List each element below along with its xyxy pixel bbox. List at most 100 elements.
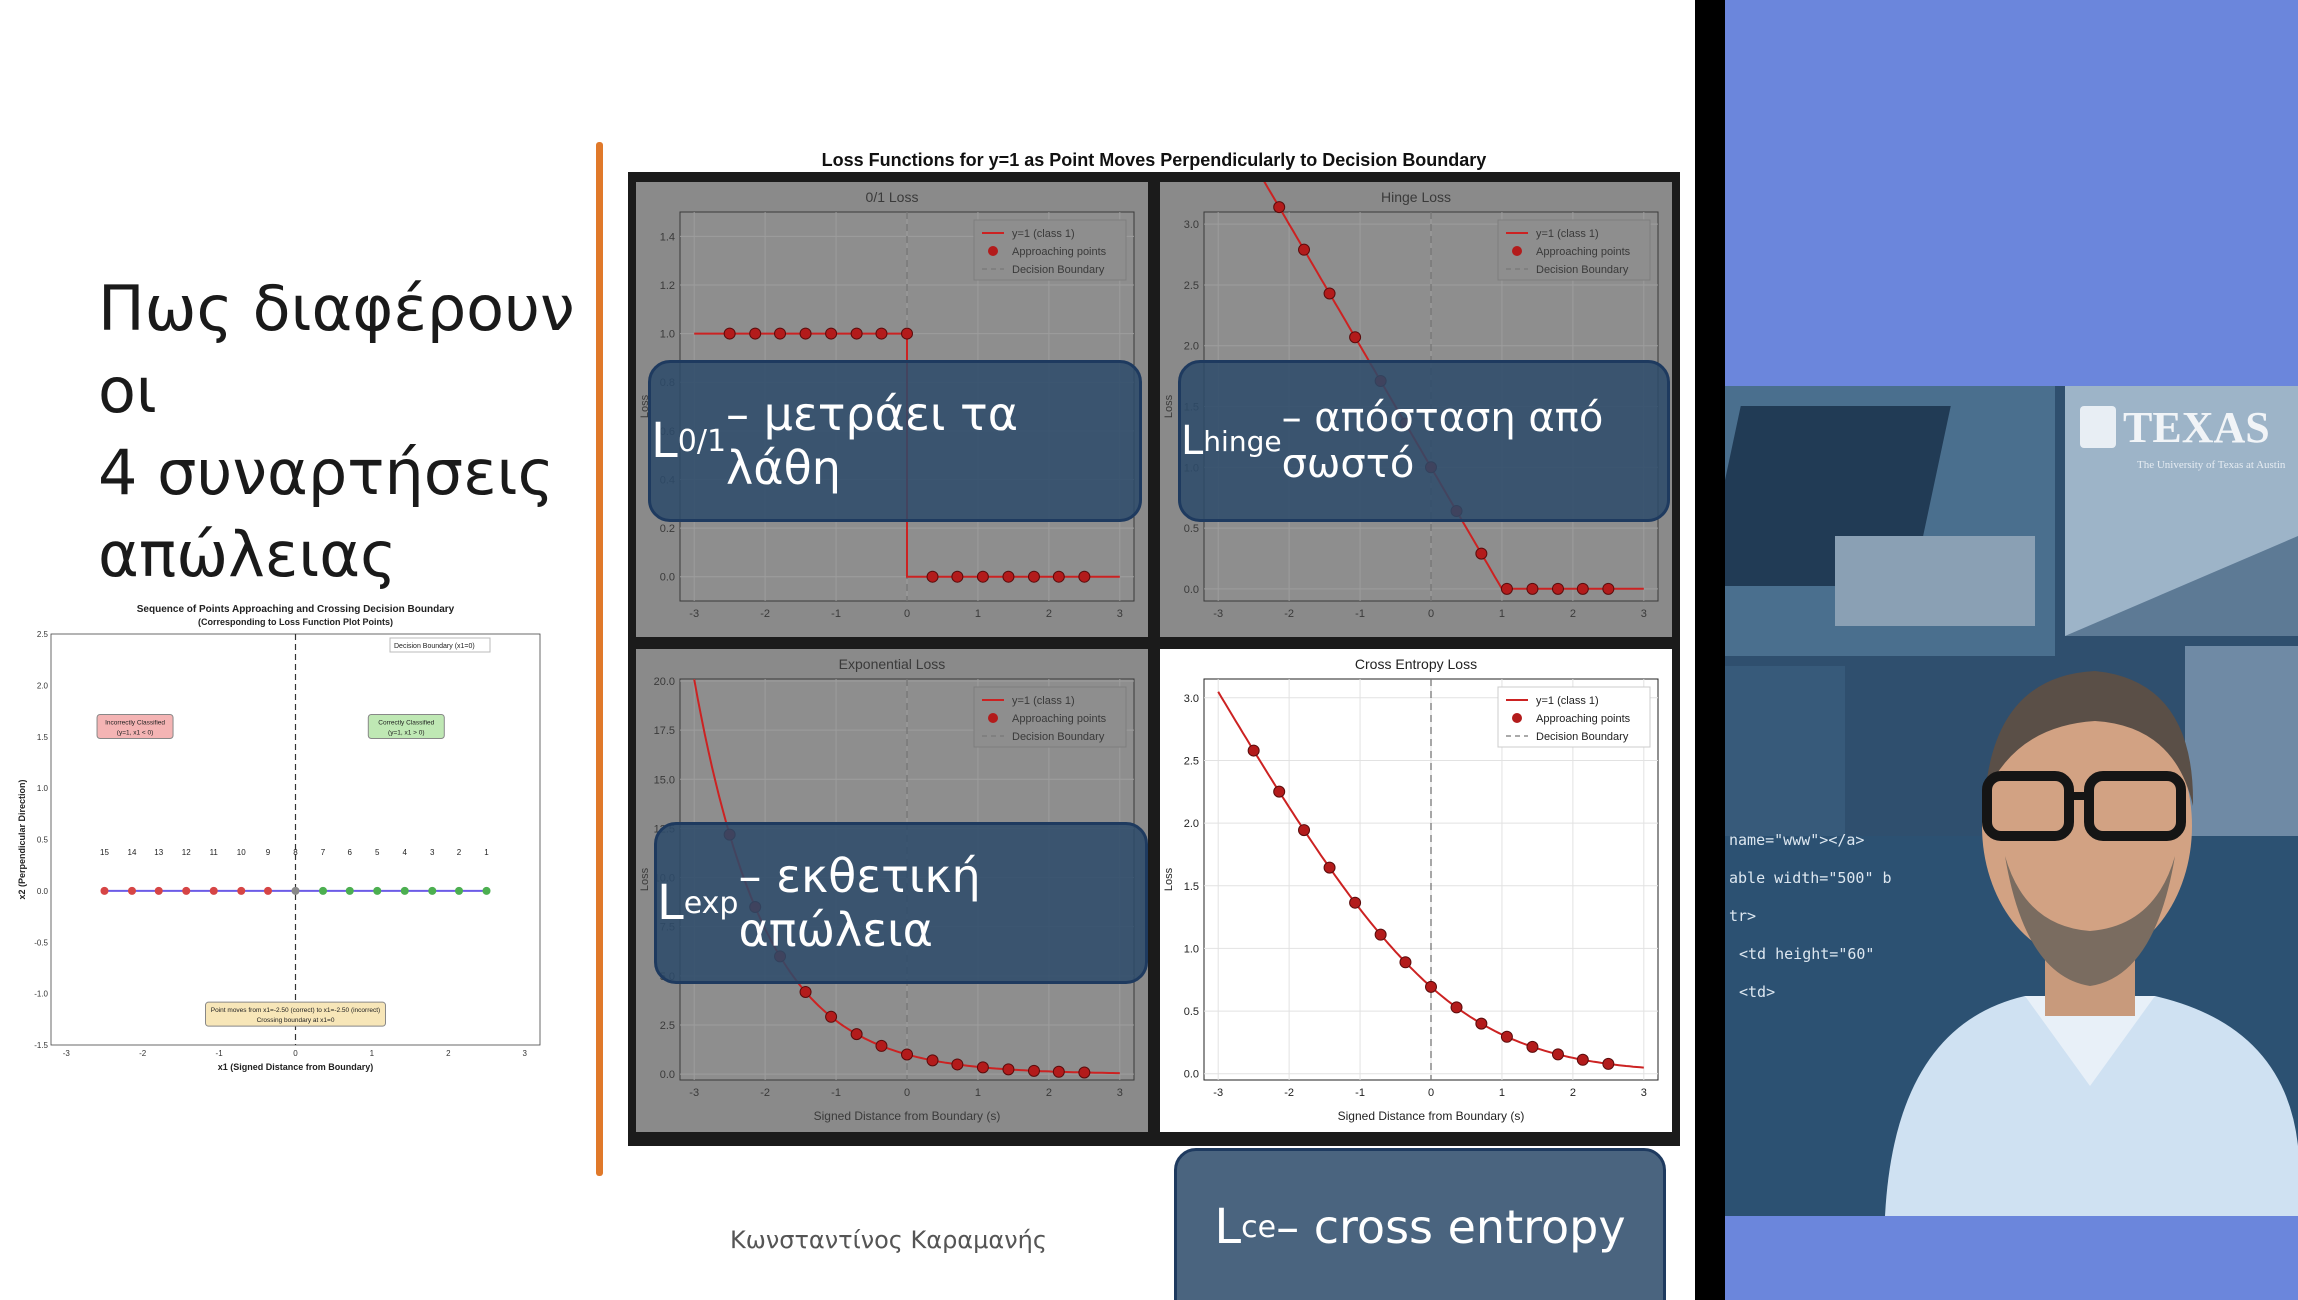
approaching-point [1027, 570, 1040, 583]
thumb-y-tick: 1.5 [37, 733, 49, 742]
y-tick-label: 2.5 [1184, 280, 1199, 292]
presenter-video-frame: TEXAS The University of Texas at Austin … [1725, 386, 2298, 1216]
thumb-point-label: 6 [348, 848, 353, 857]
thumb-point-label: 3 [430, 848, 435, 857]
y-tick-label: 3.0 [1184, 693, 1199, 705]
thumb-point [263, 886, 272, 895]
approaching-point [1500, 582, 1513, 595]
thumb-point-label: 9 [266, 848, 271, 857]
y-axis-label: Loss [1163, 394, 1175, 418]
y-axis-label: Loss [1163, 867, 1175, 891]
legend-point-label: Approaching points [1536, 246, 1631, 258]
approaching-point [1078, 1066, 1091, 1079]
thumb-y-label: x2 (Perpendicular Direction) [17, 779, 27, 899]
approaching-point [976, 1061, 989, 1074]
thumb-y-tick: 0.0 [37, 887, 49, 896]
y-axis-label: Loss [639, 867, 651, 891]
code-line-2: able width="500" b [1729, 869, 1892, 887]
approaching-point [1526, 1040, 1539, 1053]
thumb-point [291, 886, 300, 895]
approaching-point [1323, 287, 1336, 300]
approaching-point [1349, 331, 1362, 344]
approaching-point [1576, 582, 1589, 595]
approaching-point [926, 1054, 939, 1067]
thumb-x-tick: -2 [139, 1049, 147, 1058]
thumb-incorrect-box-bg [96, 713, 174, 739]
approaching-point [749, 327, 762, 340]
thumb-point [209, 886, 218, 895]
x-tick-label: -1 [1355, 608, 1365, 620]
y-tick-label: 2.0 [1184, 818, 1199, 830]
x-tick-label: 1 [975, 1087, 981, 1099]
thumb-crossing-box-bg [205, 1001, 386, 1027]
approaching-point [951, 1058, 964, 1071]
legend-boundary-label: Decision Boundary [1536, 264, 1629, 276]
legend-point-label: Approaching points [1012, 246, 1107, 258]
legend-point-swatch [988, 246, 998, 256]
chart-title: Cross Entropy Loss [1355, 656, 1477, 672]
y-tick-label: 15.0 [654, 774, 675, 786]
y-tick-label: 0.5 [1184, 523, 1199, 535]
x-tick-label: 0 [1428, 1087, 1434, 1099]
y-tick-label: 2.0 [1184, 341, 1199, 353]
logo-text: TEXAS [2123, 403, 2270, 452]
thumb-point [100, 886, 109, 895]
approaching-point [901, 327, 913, 340]
approaching-point [1052, 1065, 1065, 1078]
x-tick-label: -3 [689, 608, 699, 620]
thumb-incorrect-box-line2: (y=1, x1 < 0) [117, 729, 154, 736]
thumb-point [373, 886, 382, 895]
approaching-point [1551, 1048, 1564, 1061]
y-tick-label: 0.2 [660, 523, 675, 535]
thumb-y-tick: 1.0 [37, 784, 49, 793]
approaching-point [1298, 243, 1311, 256]
approaching-point [1323, 861, 1336, 874]
x-axis-label: Signed Distance from Boundary (s) [814, 1109, 1001, 1123]
legend-point-swatch [1512, 246, 1522, 256]
thumb-crossing-box-line2: Crossing boundary at x1=0 [257, 1017, 335, 1024]
approaching-point [976, 570, 989, 583]
video-separator [1695, 0, 1725, 1300]
title-line-1: Πως διαφέρουν οι [98, 272, 575, 427]
y-tick-label: 0.0 [1184, 1069, 1199, 1081]
author-name: Κωνσταντίνος Καραμανής [730, 1226, 1047, 1254]
thumb-x-tick: -3 [63, 1049, 71, 1058]
orange-divider [596, 142, 603, 1176]
approaching-point [850, 327, 863, 340]
thumb-subtitle: (Corresponding to Loss Function Plot Poi… [198, 617, 393, 627]
y-tick-label: 0.5 [1184, 1006, 1199, 1018]
approaching-point [1349, 896, 1362, 909]
thumb-point [428, 886, 437, 895]
code-line-3: tr> [1729, 907, 1756, 925]
thumb-point [127, 886, 136, 895]
approaching-point [1247, 744, 1260, 757]
approaching-point [1551, 582, 1564, 595]
thumb-correct-box-bg [367, 713, 445, 739]
legend-point-label: Approaching points [1536, 713, 1631, 725]
approaching-point [951, 570, 964, 583]
texas-shield-icon [2080, 406, 2116, 448]
thumb-point-label: 12 [182, 848, 191, 857]
legend-boundary-label: Decision Boundary [1012, 731, 1105, 743]
slide-title: Πως διαφέρουν οι 4 συναρτήσεις απώλειας [98, 268, 578, 596]
approaching-point [1475, 1017, 1488, 1030]
x-axis-label: Signed Distance from Boundary (s) [1338, 1109, 1525, 1123]
y-tick-label: 2.5 [1184, 755, 1199, 767]
x-tick-label: -3 [1213, 1087, 1223, 1099]
legend-line-label: y=1 (class 1) [1012, 228, 1075, 240]
y-tick-label: 1.5 [1184, 881, 1199, 893]
x-tick-label: -3 [689, 1087, 699, 1099]
thumb-point-label: 1 [484, 848, 489, 857]
y-tick-label: 1.0 [660, 329, 675, 341]
x-tick-label: 2 [1046, 608, 1052, 620]
approaching-point [1027, 1064, 1040, 1077]
thumb-point [237, 886, 246, 895]
thumb-incorrect-box: Incorrectly Classified(y=1, x1 < 0) [96, 713, 174, 739]
approaching-point [1002, 1063, 1015, 1076]
